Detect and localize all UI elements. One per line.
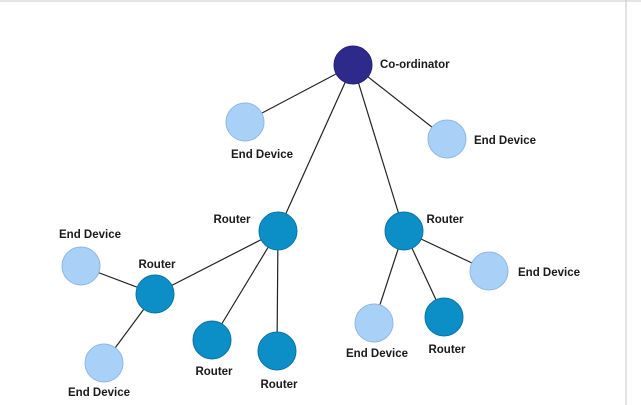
end-device-1-node [225,102,265,142]
router-3-label: Router [138,259,176,271]
edge-coordinator-to-router-1 [277,64,354,232]
nodes [61,45,509,383]
end-device-2-node [427,119,467,159]
end-device-6-label: End Device [518,267,580,279]
edge-router-1-to-router-5 [276,230,279,352]
end-device-3-node [61,246,101,286]
end-device-1-label: End Device [231,149,293,161]
coordinator-node [333,45,373,85]
end-device-2-label: End Device [474,135,536,147]
edge-coordinator-to-end-device-2 [352,64,448,140]
edge-coordinator-to-router-2 [352,64,405,232]
end-device-5-label: End Device [346,348,408,360]
edge-router-1-to-router-4 [211,230,279,341]
router-4-label: Router [195,366,233,378]
router-4-node [192,320,232,360]
edge-coordinator-to-end-device-1 [244,64,354,123]
router-1-label: Router [213,214,251,226]
end-device-4-node [84,343,124,383]
edge-router-1-to-router-3 [154,230,279,295]
coordinator-label: Co-ordinator [380,59,450,71]
router-5-node [257,331,297,371]
router-2-label: Router [426,214,464,226]
end-device-4-label: End Device [68,387,130,399]
router-1-node [258,211,298,251]
router-6-label: Router [428,344,466,356]
router-2-node [384,211,424,251]
router-3-node [135,274,175,314]
router-5-label: Router [260,379,298,391]
router-6-node [424,297,464,337]
end-device-3-label: End Device [59,229,121,241]
end-device-5-node [354,303,394,343]
end-device-6-node [469,251,509,291]
